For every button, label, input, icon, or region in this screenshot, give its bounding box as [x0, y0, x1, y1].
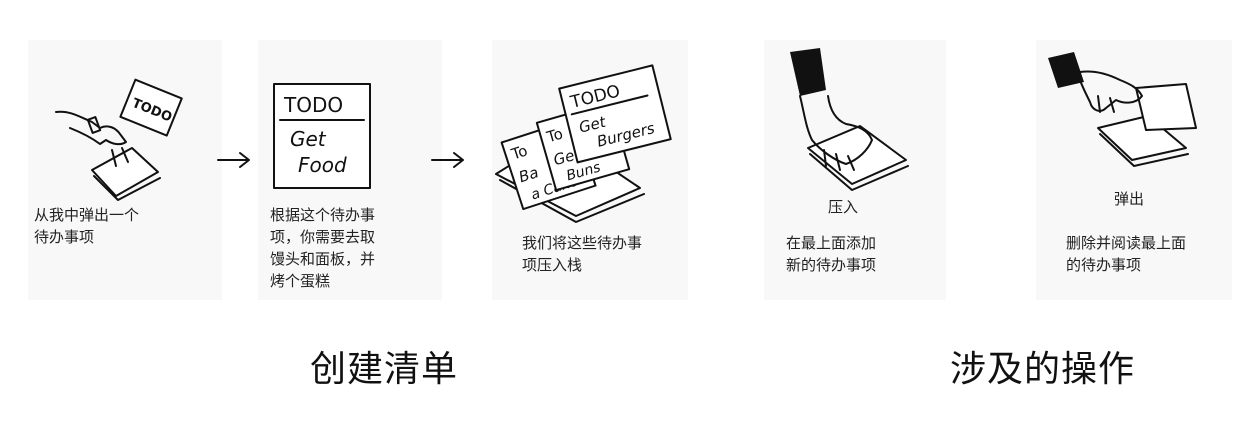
push-caption: 在最上面添加 新的待办事项: [786, 234, 877, 274]
arrow-right-icon: [431, 152, 464, 168]
operations-heading: 涉及的操作: [950, 349, 1136, 390]
step-1-caption: 从我中弹出一个 待办事项: [34, 206, 140, 246]
step-2-caption: 根据这个待办事 项，你需要去取 馒头和面板，并 烤个蛋糕: [270, 206, 376, 290]
hand-sketch: [55, 110, 127, 146]
paper-stack: [91, 147, 159, 197]
step-3-caption: 我们将这些待办事 项压入栈: [522, 234, 643, 274]
pop-caption: 删除并阅读最上面 的待办事项: [1066, 234, 1187, 274]
arrow-right-icon: [217, 152, 250, 168]
create-list-heading: 创建清单: [310, 349, 459, 390]
pop-label: 弹出: [1114, 190, 1145, 208]
popped-todo-note: [119, 78, 183, 137]
push-label: 压入: [828, 198, 859, 216]
